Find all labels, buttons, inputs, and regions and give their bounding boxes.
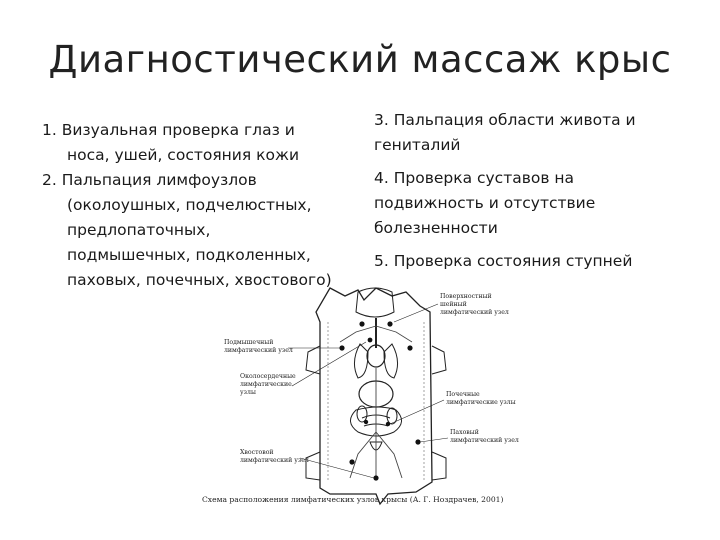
left-list: 1. Визуальная проверка глаз и носа, ушей… — [42, 118, 352, 293]
lungs — [354, 343, 398, 379]
node-axillary-l — [339, 345, 345, 351]
node-axillary-r — [407, 345, 413, 351]
label-axillary-2: лимфатический узел — [224, 347, 293, 354]
item-2-line-3: предлопаточных, — [67, 221, 211, 239]
label-cervical-lower-2: лимфатические — [240, 381, 292, 388]
node-mediastinal — [367, 337, 373, 343]
rat-head — [355, 287, 395, 318]
rat-lymph-diagram: Поверхностный шейный лимфатический узел … — [202, 287, 519, 506]
kidney-right — [386, 407, 398, 425]
list-item-1: 1. Визуальная проверка глаз и носа, ушей… — [42, 118, 352, 168]
label-surface-cervical-3: лимфатический узел — [440, 309, 509, 316]
vessels — [349, 368, 403, 479]
node-inguinal-r — [415, 439, 421, 445]
node-caudal — [373, 475, 379, 481]
figure-caption: Схема расположения лимфатических узлов к… — [202, 495, 504, 504]
right-list: 3. Пальпация области живота и гениталий … — [374, 108, 674, 274]
rat-body-outline — [315, 287, 433, 506]
node-inguinal-l — [349, 459, 355, 465]
item-2-line-5: паховых, почечных, хвостового) — [67, 271, 332, 289]
label-inguinal-2: лимфатический узел — [450, 437, 519, 444]
node-renal-r — [385, 421, 391, 427]
label-cervical-lower-3: узлы — [240, 389, 256, 396]
node-cervical-r — [387, 321, 393, 327]
label-surface-cervical-1: Поверхностный — [440, 293, 492, 300]
list-item-4: 4. Проверка суставов на подвижность и от… — [374, 169, 596, 237]
bladder — [369, 441, 383, 451]
item-2-line-4: подмышечных, подколенных, — [67, 246, 311, 264]
item-2-line-1: 2. Пальпация лимфоузлов — [42, 171, 257, 189]
item-1-line-2: носа, ушей, состояния кожи — [67, 146, 300, 164]
node-renal-l — [363, 419, 369, 425]
label-inguinal-1: Паховый — [450, 429, 479, 436]
lymph-node-diagram: Поверхностный шейный лимфатический узел … — [180, 282, 540, 510]
kidney-left — [356, 405, 368, 423]
label-axillary-1: Подмышечный — [224, 339, 273, 346]
list-item-5: 5. Проверка состояния ступней — [374, 252, 633, 270]
slide-title: Диагностический массаж крыс — [48, 38, 672, 81]
label-cervical-lower-1: Околосердечные — [240, 373, 296, 380]
item-1-line-1: 1. Визуальная проверка глаз и — [42, 121, 295, 139]
label-renal-2: лимфатические узлы — [446, 399, 516, 406]
label-caudal-2: лимфатический узел — [240, 457, 309, 464]
label-caudal-1: Хвостовой — [240, 449, 274, 456]
heart — [366, 344, 386, 368]
label-renal-1: Почечные — [446, 391, 480, 398]
list-item-2: 2. Пальпация лимфоузлов (околоушных, под… — [42, 168, 352, 293]
label-surface-cervical-2: шейный — [440, 301, 467, 308]
item-2-line-2: (околоушных, подчелюстных, — [67, 196, 312, 214]
node-cervical-l — [359, 321, 365, 327]
list-item-3: 3. Пальпация области живота и гениталий — [374, 111, 636, 154]
